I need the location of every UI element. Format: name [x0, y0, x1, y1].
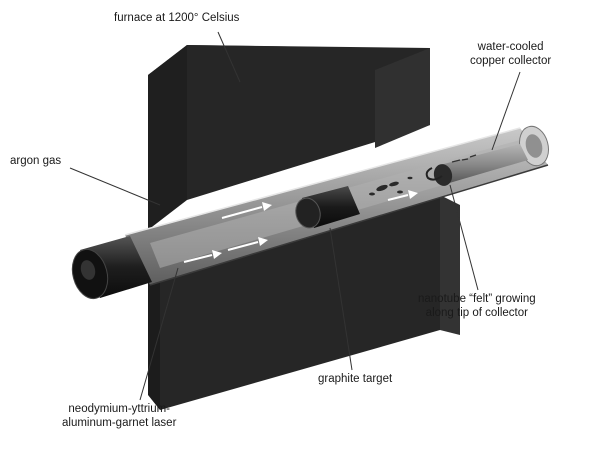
label-furnace: furnace at 1200° Celsius [114, 12, 240, 24]
label-copper-collector: water-cooled copper collector [470, 40, 551, 68]
label-argon-gas: argon gas [10, 155, 62, 167]
laser-end-cap [71, 236, 152, 300]
label-copper-collector-line-1: water-cooled [477, 41, 544, 53]
label-nanotube-felt-line-1: nanotube “felt” growing [418, 293, 536, 305]
furnace-block [148, 45, 460, 410]
label-laser-line-2: aluminum-garnet laser [62, 417, 177, 429]
label-nanotube-felt-line-2: along tip of collector [425, 307, 528, 319]
label-nanotube-felt: nanotube “felt” growing along tip of col… [418, 292, 536, 320]
label-laser: neodymium-yttrium- aluminum-garnet laser [62, 402, 176, 430]
label-graphite-target: graphite target [318, 373, 393, 385]
argon-flow-arrows [183, 190, 418, 263]
copper-collector [425, 144, 528, 186]
label-laser-line-1: neodymium-yttrium- [68, 403, 171, 415]
leader-lines [69, 31, 521, 401]
label-copper-collector-line-2: copper collector [470, 55, 552, 67]
vaporized-particles [369, 176, 413, 196]
graphite-target [295, 186, 360, 229]
